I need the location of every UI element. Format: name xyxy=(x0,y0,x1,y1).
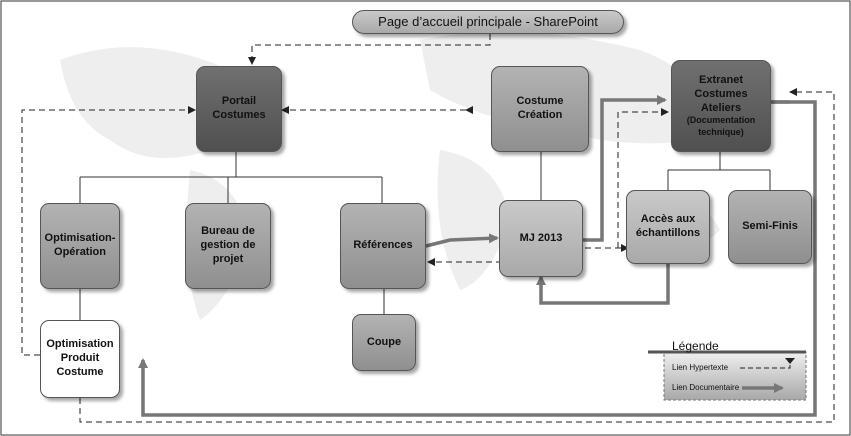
node-references[interactable]: Références xyxy=(340,203,426,289)
node-mj-2013[interactable]: MJ 2013 xyxy=(499,200,583,277)
node-coupe[interactable]: Coupe xyxy=(352,314,416,371)
extranet-title: Extranet Costumes Ateliers xyxy=(694,74,748,114)
hypertext-links xyxy=(21,34,835,423)
page-title[interactable]: Page d’accueil principale - SharePoint xyxy=(352,10,624,34)
node-costume-creation[interactable]: Costume Création xyxy=(491,66,589,152)
legend-title: Légende xyxy=(672,339,719,353)
node-optimisation-produit[interactable]: Optimisation Produit Costume xyxy=(40,320,120,398)
node-semi-finis[interactable]: Semi-Finis xyxy=(728,190,812,264)
extranet-subtitle: (Documentation technique) xyxy=(686,115,756,137)
documentary-links xyxy=(138,95,817,417)
node-acces-echantillons[interactable]: Accès aux échantillons xyxy=(626,190,710,264)
legend-documentaire-label: Lien Documentaire xyxy=(672,383,740,392)
node-portail-costumes[interactable]: Portail Costumes xyxy=(196,66,282,152)
legend-hypertext-label: Lien Hypertexte xyxy=(672,363,729,372)
node-bureau-gestion-projet[interactable]: Bureau de gestion de projet xyxy=(185,203,271,289)
node-extranet[interactable]: Extranet Costumes Ateliers (Documentatio… xyxy=(671,60,771,152)
hierarchy-lines xyxy=(79,152,771,320)
legend-box xyxy=(648,350,807,401)
node-optimisation-operation[interactable]: Optimisation- Opération xyxy=(40,203,120,289)
